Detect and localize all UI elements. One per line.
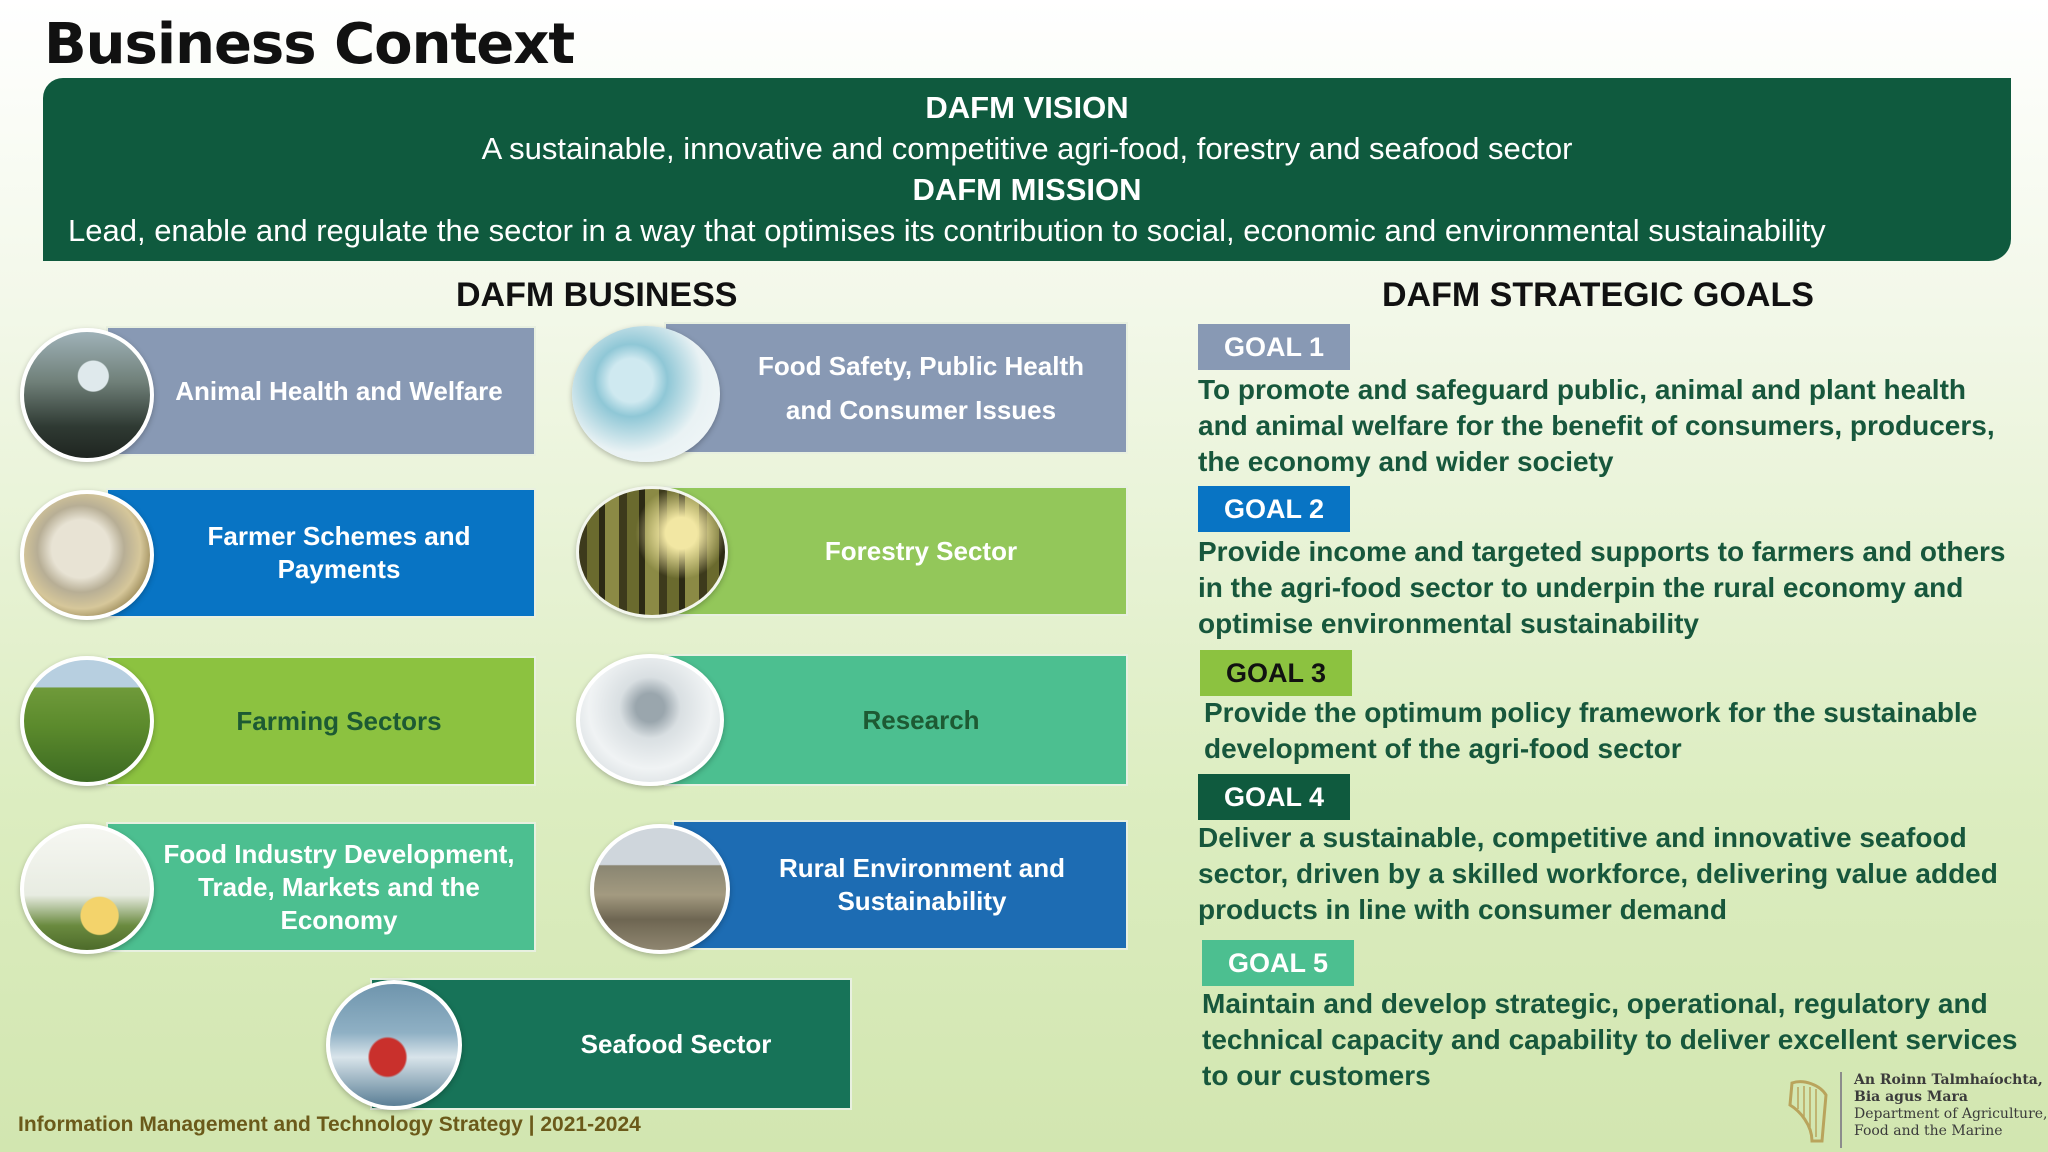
mission-heading: DAFM MISSION bbox=[912, 172, 1142, 207]
goal-1-line: To promote and safeguard public, animal … bbox=[1198, 374, 1967, 405]
microscope-lab-photo bbox=[576, 654, 724, 786]
business-tile-label: Forestry Sector bbox=[824, 535, 1018, 566]
goal-2-line: optimise environmental sustainability bbox=[1198, 608, 1700, 639]
harp-icon bbox=[1788, 1080, 1828, 1143]
goal-2-line: Provide income and targeted supports to … bbox=[1198, 536, 2006, 567]
logo-line: Bia agus Mara bbox=[1854, 1089, 1968, 1105]
goal-4-badge: GOAL 4 bbox=[1198, 774, 1350, 820]
business-tile-research: Research bbox=[664, 654, 1128, 786]
goal-2-badge: GOAL 2 bbox=[1198, 486, 1350, 532]
goal-1-badge: GOAL 1 bbox=[1198, 324, 1350, 370]
business-tile-label: Food Safety, Public Health bbox=[757, 351, 1084, 381]
goal-1-text: To promote and safeguard public, animal … bbox=[1198, 372, 1995, 480]
logo-line: Food and the Marine bbox=[1854, 1123, 2003, 1139]
page-title: Business Context bbox=[44, 12, 575, 77]
vision-text: A sustainable, innovative and competitiv… bbox=[481, 131, 1573, 166]
business-tile-food-safety: Food Safety, Public Health and Consumer … bbox=[664, 322, 1128, 454]
mission-text: Lead, enable and regulate the sector in … bbox=[68, 213, 1826, 248]
business-tile-forestry: Forestry Sector bbox=[664, 486, 1128, 616]
logo-line: Department of Agriculture, bbox=[1854, 1106, 2048, 1122]
business-tile-label: Sustainability bbox=[837, 886, 1007, 916]
goal-3-badge: GOAL 3 bbox=[1200, 650, 1352, 696]
vet-with-cattle-photo bbox=[20, 328, 154, 462]
goal-1-line: the economy and wider society bbox=[1198, 446, 1614, 477]
department-logo-text: An Roinn Talmhaíochta, Bia agus Mara Dep… bbox=[1854, 1072, 2048, 1140]
goal-5-text: Maintain and develop strategic, operatio… bbox=[1202, 986, 2018, 1094]
forest-photo bbox=[576, 486, 728, 618]
burren-landscape-photo bbox=[590, 824, 730, 954]
goal-2-text: Provide income and targeted supports to … bbox=[1198, 534, 2006, 642]
goal-2-line: in the agri-food sector to underpin the … bbox=[1198, 572, 1964, 603]
footer-text: Information Management and Technology St… bbox=[18, 1113, 641, 1136]
goal-4-line: products in line with consumer demand bbox=[1198, 894, 1727, 925]
business-tile-farming-sectors: Farming Sectors bbox=[106, 656, 536, 786]
business-tile-farmer-schemes: Farmer Schemes and Payments bbox=[106, 488, 536, 618]
logo-divider bbox=[1840, 1072, 1842, 1148]
vision-heading: DAFM VISION bbox=[925, 90, 1129, 125]
business-tile-animal-health: Animal Health and Welfare bbox=[106, 326, 536, 456]
goal-5-line: Maintain and develop strategic, operatio… bbox=[1202, 988, 1988, 1019]
business-tile-label: Trade, Markets and the bbox=[198, 871, 480, 902]
goal-4-text: Deliver a sustainable, competitive and i… bbox=[1198, 820, 1998, 928]
fishing-boat-photo bbox=[326, 980, 462, 1110]
business-tile-label: Animal Health and Welfare bbox=[175, 375, 503, 406]
business-tile-label: Economy bbox=[280, 904, 398, 935]
goal-3-text: Provide the optimum policy framework for… bbox=[1204, 695, 1977, 767]
goal-3-line: development of the agri-food sector bbox=[1204, 733, 1682, 764]
business-tile-label: Rural Environment and bbox=[778, 853, 1066, 883]
business-heading: DAFM BUSINESS bbox=[456, 276, 738, 314]
business-tile-food-industry: Food Industry Development, Trade, Market… bbox=[106, 822, 536, 952]
business-tile-label: Food Industry Development, bbox=[163, 838, 515, 869]
goal-5-badge: GOAL 5 bbox=[1202, 940, 1354, 986]
business-tile-label: Research bbox=[862, 704, 980, 735]
dairy-products-photo bbox=[20, 824, 154, 954]
lab-scientist-photo bbox=[572, 326, 720, 462]
goal-3-line: Provide the optimum policy framework for… bbox=[1204, 697, 1978, 728]
business-tile-label: and Consumer Issues bbox=[785, 395, 1057, 425]
logo-line: An Roinn Talmhaíochta, bbox=[1854, 1072, 2043, 1088]
goals-heading: DAFM STRATEGIC GOALS bbox=[1382, 276, 1814, 314]
business-tile-label: Seafood Sector bbox=[580, 1028, 772, 1059]
goal-1-line: and animal welfare for the benefit of co… bbox=[1198, 410, 1995, 441]
goal-4-line: sector, driven by a skilled workforce, d… bbox=[1198, 858, 1998, 889]
goal-5-line: to our customers bbox=[1202, 1060, 1431, 1091]
business-tile-label: Payments bbox=[277, 554, 401, 584]
business-tile-label: Farming Sectors bbox=[236, 705, 442, 736]
euro-coin-photo bbox=[20, 490, 154, 620]
vision-mission-banner: DAFM VISION A sustainable, innovative an… bbox=[43, 78, 2011, 261]
business-tile-label: Farmer Schemes and bbox=[207, 521, 471, 551]
business-tile-rural-environment: Rural Environment and Sustainability bbox=[672, 820, 1128, 950]
goal-4-line: Deliver a sustainable, competitive and i… bbox=[1198, 822, 1967, 853]
cows-in-field-photo bbox=[20, 656, 154, 786]
goal-5-line: technical capacity and capability to del… bbox=[1202, 1024, 2018, 1055]
